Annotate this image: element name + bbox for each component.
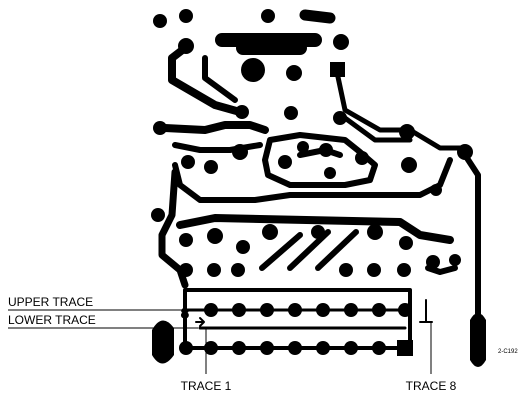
pad bbox=[236, 240, 250, 254]
upper-trace-label: UPPER TRACE bbox=[8, 295, 93, 309]
top-bus-trace bbox=[215, 33, 322, 55]
pad bbox=[153, 14, 167, 28]
pad bbox=[399, 124, 415, 140]
pad bbox=[324, 167, 336, 179]
header-pin bbox=[316, 303, 330, 317]
pad bbox=[333, 111, 347, 125]
left-oval-pad bbox=[152, 320, 174, 364]
pad bbox=[284, 106, 298, 120]
pad bbox=[397, 263, 411, 277]
callout-lines bbox=[8, 309, 432, 374]
pad bbox=[367, 224, 383, 240]
trace-number-8: 8 bbox=[181, 305, 189, 321]
header-pin bbox=[398, 303, 412, 317]
trace-8-marker bbox=[419, 299, 433, 323]
square-pad bbox=[330, 62, 345, 77]
pad bbox=[179, 9, 193, 23]
pad bbox=[261, 9, 275, 23]
header-pin bbox=[204, 303, 218, 317]
header-pin bbox=[344, 303, 358, 317]
pad bbox=[286, 65, 302, 81]
bottom-pad bbox=[288, 341, 302, 355]
bottom-pad bbox=[260, 341, 274, 355]
lower-trace-label: LOWER TRACE bbox=[8, 313, 96, 327]
bottom-pad bbox=[372, 341, 386, 355]
trace-loop bbox=[262, 132, 378, 188]
trace bbox=[335, 74, 465, 151]
pad bbox=[401, 157, 417, 173]
trace bbox=[315, 229, 359, 271]
pad bbox=[333, 34, 349, 50]
pad bbox=[339, 263, 353, 277]
pad bbox=[319, 143, 333, 157]
header-pin bbox=[260, 303, 274, 317]
trace bbox=[168, 44, 244, 116]
pad bbox=[207, 228, 223, 244]
pad bbox=[449, 254, 461, 266]
header-pin bbox=[288, 303, 302, 317]
right-oval-pad bbox=[470, 313, 486, 367]
header-pin bbox=[372, 303, 386, 317]
header-frame bbox=[183, 288, 412, 350]
trace-8-label: TRACE 8 bbox=[406, 379, 457, 393]
bottom-pad bbox=[232, 341, 246, 355]
pad bbox=[151, 208, 165, 222]
bottom-pad bbox=[179, 341, 193, 355]
pad bbox=[297, 141, 309, 153]
trace bbox=[176, 214, 454, 244]
pad bbox=[355, 151, 369, 165]
trace bbox=[462, 152, 481, 323]
pad bbox=[232, 144, 248, 160]
pad bbox=[278, 155, 292, 169]
pad bbox=[207, 263, 221, 277]
pad bbox=[179, 233, 193, 247]
bottom-square-pad bbox=[397, 340, 413, 356]
pcb-foil-pattern: 8 bbox=[151, 9, 486, 367]
pad bbox=[430, 184, 442, 196]
bottom-pad bbox=[344, 341, 358, 355]
trace-1-marker bbox=[195, 317, 205, 327]
trace-1-label: TRACE 1 bbox=[181, 379, 232, 393]
pad bbox=[241, 58, 265, 82]
header-pin bbox=[232, 303, 246, 317]
bottom-pad bbox=[204, 341, 218, 355]
pad-oval bbox=[299, 9, 336, 24]
bottom-pad bbox=[316, 341, 330, 355]
pad bbox=[367, 263, 381, 277]
trace bbox=[425, 265, 458, 275]
pad bbox=[181, 155, 195, 169]
trace bbox=[161, 121, 269, 134]
trace bbox=[259, 232, 303, 271]
figure-code: 2-C192 bbox=[498, 349, 518, 355]
trace bbox=[202, 55, 238, 103]
pad bbox=[399, 236, 413, 250]
pad bbox=[262, 224, 278, 240]
pad bbox=[235, 105, 249, 119]
pad bbox=[204, 160, 218, 174]
pad bbox=[231, 263, 245, 277]
trace bbox=[287, 229, 331, 271]
trace bbox=[342, 115, 413, 143]
pad bbox=[179, 263, 193, 277]
